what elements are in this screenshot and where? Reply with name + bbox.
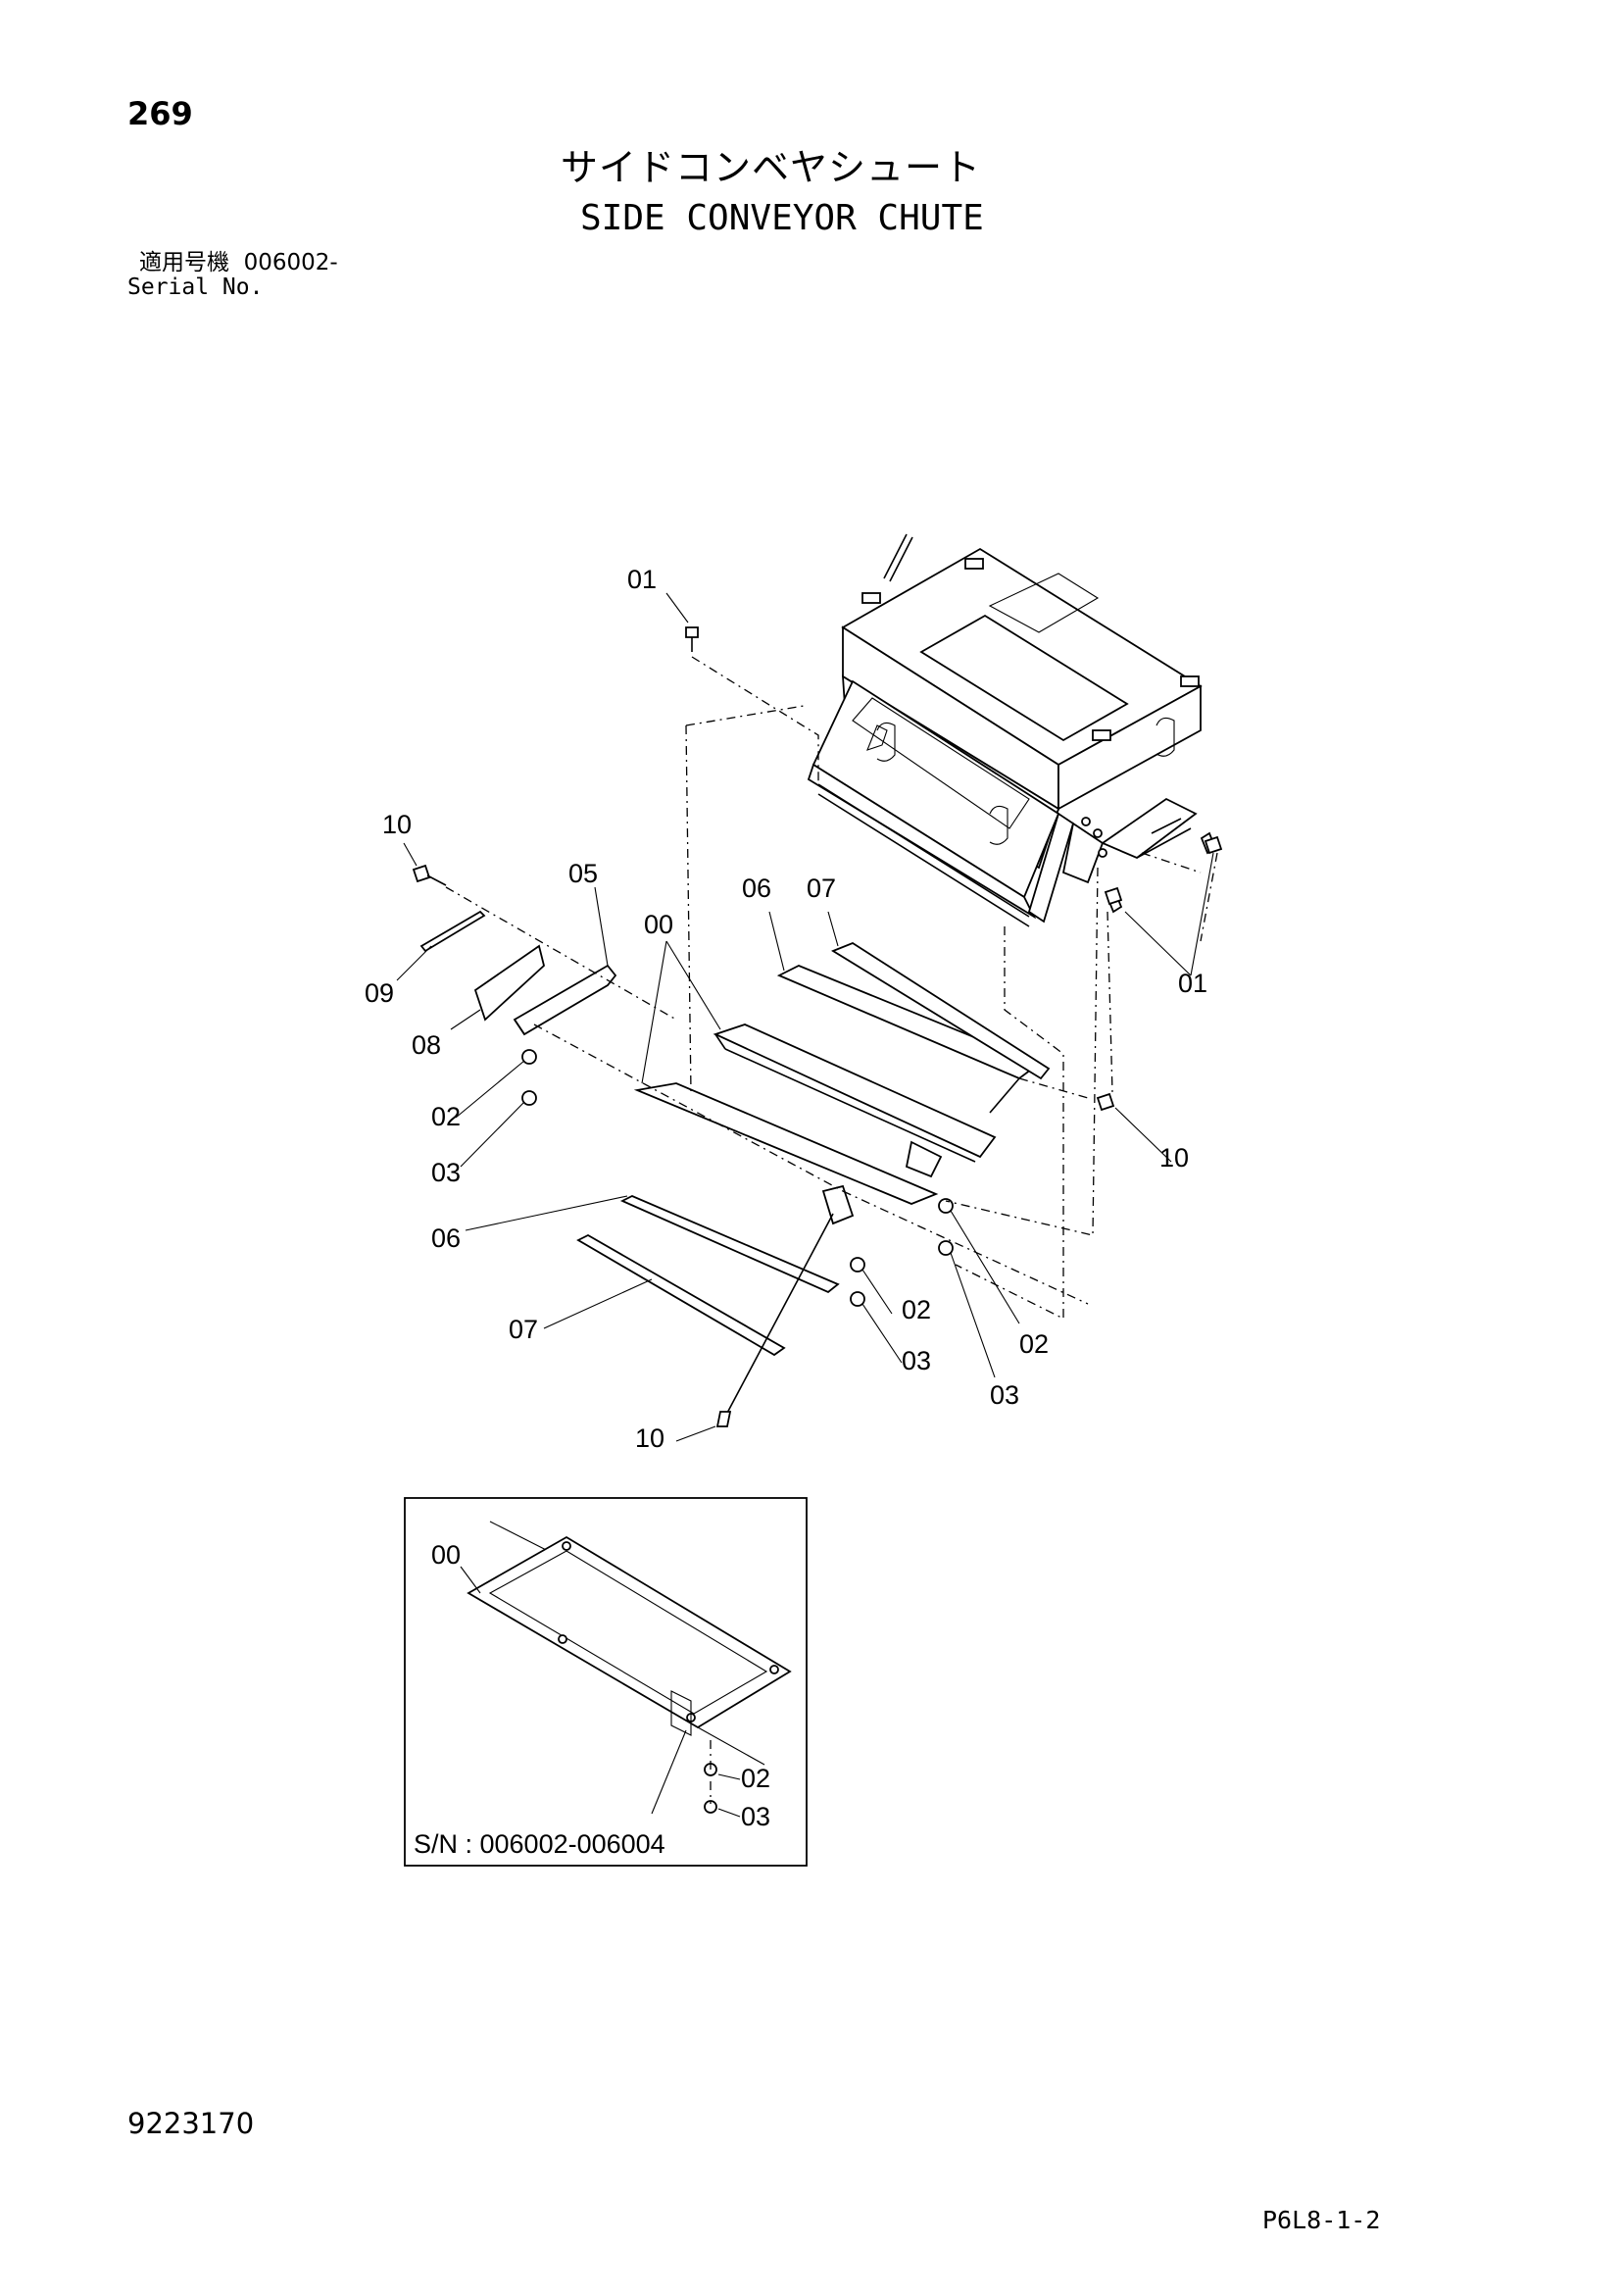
callout-07-left: 07 — [509, 1315, 538, 1344]
callout-10-bottom: 10 — [635, 1423, 664, 1453]
inset-callout-02: 02 — [741, 1764, 770, 1793]
callout-10-left: 10 — [382, 810, 412, 839]
callout-02-right: 02 — [1019, 1329, 1049, 1359]
callout-01-right: 01 — [1178, 969, 1207, 998]
callout-03-left: 03 — [431, 1158, 461, 1187]
inset-callout-03: 03 — [741, 1802, 770, 1831]
callout-10-right: 10 — [1159, 1143, 1189, 1173]
callout-02-left: 02 — [431, 1102, 461, 1131]
callout-01-top: 01 — [627, 565, 657, 594]
page-number: 269 — [127, 95, 193, 132]
plate-00 — [633, 1023, 997, 1205]
callout-05: 05 — [568, 859, 598, 888]
callout-06-left: 06 — [431, 1223, 461, 1253]
leader-lines — [396, 592, 1214, 1442]
document-number: 9223170 — [127, 2107, 255, 2140]
washers-and-nuts — [850, 835, 1223, 1307]
chute-body — [807, 533, 1217, 927]
callout-02-mid: 02 — [902, 1295, 931, 1324]
page-title-japanese: サイドコンベヤシュート — [561, 146, 982, 189]
inset-variant-box: 00 02 03 S/N : 006002-006004 — [404, 1497, 808, 1867]
drawing-code: P6L8-1-2 — [1262, 2206, 1381, 2234]
inset-callout-00: 00 — [431, 1540, 461, 1570]
serial-label-japanese: 適用号機 006002- — [139, 252, 338, 275]
callout-09: 09 — [365, 978, 394, 1008]
callout-00: 00 — [644, 910, 673, 939]
page-title-english: SIDE CONVEYOR CHUTE — [580, 198, 984, 238]
inset-serial-range: S/N : 006002-006004 — [414, 1829, 665, 1859]
strips-06-07-top — [776, 941, 1051, 1114]
callout-08: 08 — [412, 1030, 441, 1060]
serial-start-value: 006002- — [243, 250, 338, 275]
callout-labels: 01 01 10 10 10 05 00 06 07 09 08 02 03 0… — [365, 565, 1207, 1453]
callout-06-top: 06 — [742, 873, 771, 903]
strips-06-07-lower — [576, 1184, 855, 1418]
bolt-01-top — [685, 626, 699, 652]
callout-03-mid: 03 — [902, 1346, 931, 1375]
alignment-lines — [445, 656, 1218, 1321]
serial-label-jp-text: 適用号機 — [139, 250, 229, 275]
callout-07-top: 07 — [807, 873, 836, 903]
bolt-10-bottom — [715, 1411, 732, 1427]
callout-03-right: 03 — [990, 1380, 1019, 1410]
serial-label-english: Serial No. — [127, 275, 264, 300]
left-bracket-assembly — [412, 864, 617, 1106]
